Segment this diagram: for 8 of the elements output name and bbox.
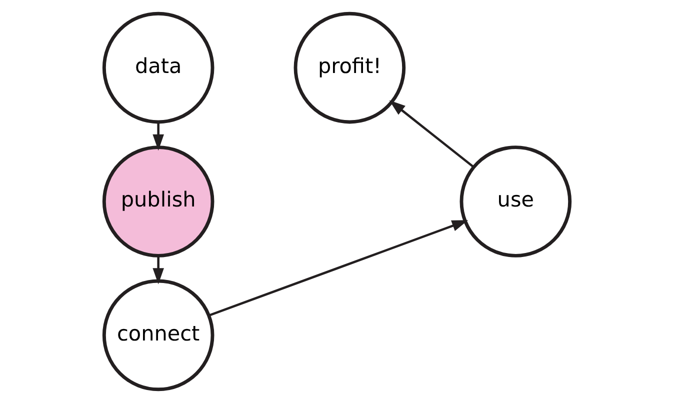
arrow — [152, 122, 164, 150]
node-circle: publish — [102, 145, 214, 257]
node-circle: data — [102, 11, 214, 124]
arrow — [208, 220, 468, 316]
arrow — [152, 255, 164, 284]
node-circle: connect — [102, 278, 214, 391]
node-circle: use — [459, 145, 572, 257]
arrow — [388, 100, 474, 168]
